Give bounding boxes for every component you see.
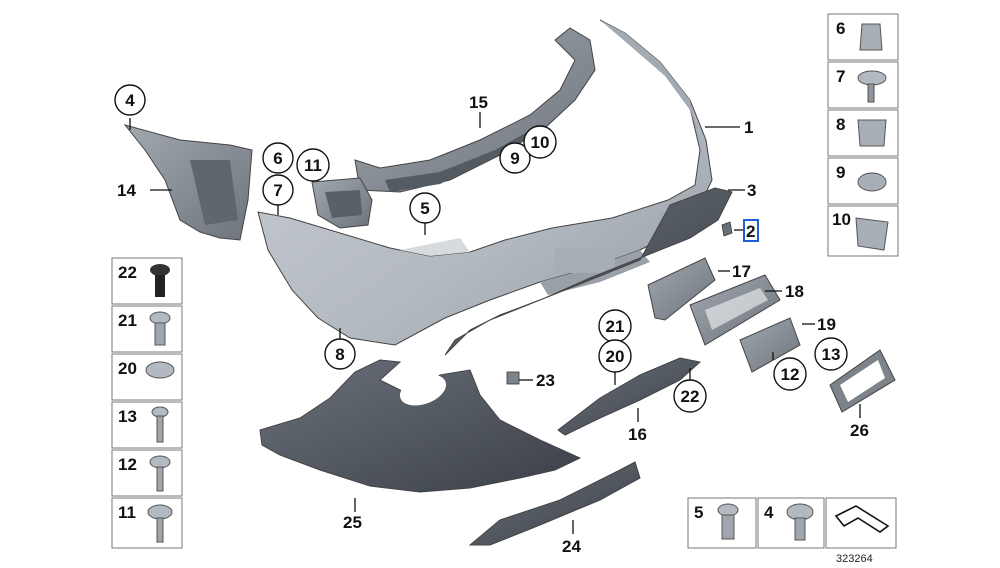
label-1: 1 (744, 118, 753, 137)
plate-frame-26 (829, 349, 896, 413)
clip-5-icon (717, 503, 739, 517)
callout-5: 5 (420, 199, 429, 218)
side-mounting-bracket (123, 124, 253, 241)
leader-lines (129, 112, 861, 534)
nut-9-icon (857, 172, 887, 192)
clip-part-23 (506, 371, 520, 385)
label-16: 16 (628, 425, 647, 444)
license-plate-mount-18 (689, 274, 781, 346)
callout-10: 10 (531, 133, 550, 152)
bottom-panel-4: 4 (764, 503, 774, 522)
label-2: 2 (746, 222, 755, 241)
screw-11-icon (147, 504, 173, 520)
bottom-fastener-panel: 5 4 323264 (687, 497, 897, 565)
lower-shield-panel (468, 461, 641, 546)
label-26: 26 (850, 421, 869, 440)
callout-10-circle (523, 125, 557, 159)
license-plate-bracket-17 (647, 257, 716, 321)
callout-13-circle (814, 337, 848, 371)
underbody-panel (259, 359, 582, 493)
right-panel-9: 9 (836, 163, 845, 182)
callout-8-circle (324, 338, 356, 370)
callout-22-circle (673, 379, 707, 413)
right-panel-10: 10 (832, 210, 851, 229)
label-25: 25 (343, 513, 362, 532)
label-19: 19 (817, 315, 836, 334)
callout-20: 20 (606, 347, 625, 366)
screw-12-icon (149, 455, 171, 469)
bolt-7-icon (857, 70, 887, 86)
left-panel-13: 13 (118, 407, 137, 426)
bumper-carrier-bracket (354, 27, 596, 193)
plate-holder-19 (739, 317, 801, 373)
left-fastener-panel: 22 21 20 13 12 11 (111, 257, 183, 549)
nut-20-icon (145, 361, 175, 379)
circled-labels: 4 6 7 11 5 8 9 10 21 20 22 13 12 (114, 84, 848, 413)
clip-nut-6-icon (859, 23, 883, 51)
rear-bumper-trim-panel (257, 19, 713, 346)
selected-label-2-highlight (743, 219, 759, 242)
callout-4: 4 (125, 91, 135, 110)
callout-7-circle (262, 174, 294, 206)
label-14: 14 (117, 181, 136, 200)
callout-6: 6 (273, 149, 282, 168)
callout-12: 12 (781, 365, 800, 384)
callout-11-circle (296, 148, 330, 182)
label-18: 18 (785, 282, 804, 301)
direction-arrow-icon (834, 505, 890, 533)
left-panel-11: 11 (118, 503, 136, 522)
plain-labels: 1 2 3 14 15 16 17 18 19 23 24 25 26 (117, 93, 869, 556)
label-17: 17 (732, 262, 751, 281)
callout-6-circle (262, 142, 294, 174)
left-panel-20: 20 (118, 359, 137, 378)
callout-13: 13 (822, 345, 841, 364)
label-3: 3 (747, 181, 756, 200)
right-fastener-panel: 6 7 8 9 10 (827, 13, 899, 257)
clip-part-2 (721, 221, 733, 237)
left-panel-21: 21 (118, 311, 137, 330)
rivet-22-icon (150, 264, 170, 276)
left-panel-12: 12 (118, 455, 137, 474)
callout-4-circle (114, 84, 146, 116)
callout-20-circle (598, 339, 632, 373)
right-panel-8: 8 (836, 115, 845, 134)
bracket-left-assembly (311, 177, 373, 229)
diagram-number: 323264 (836, 553, 873, 565)
callout-22: 22 (681, 387, 700, 406)
label-15: 15 (469, 93, 488, 112)
callout-21: 21 (606, 317, 625, 336)
callout-12-circle (773, 357, 807, 391)
callout-11: 11 (304, 156, 322, 175)
callout-7: 7 (273, 181, 282, 200)
right-panel-6: 6 (836, 19, 845, 38)
label-24: 24 (562, 537, 581, 556)
callout-5-circle (409, 192, 441, 224)
callout-9: 9 (510, 149, 519, 168)
left-panel-22: 22 (118, 263, 137, 282)
bottom-panel-5: 5 (694, 503, 703, 522)
clip-10-icon (855, 217, 889, 251)
clip-8-icon (857, 119, 887, 147)
rear-diffuser (444, 187, 733, 356)
callout-8: 8 (335, 345, 344, 364)
screw-21-icon (149, 311, 171, 325)
callout-9-circle (499, 142, 531, 174)
label-23: 23 (536, 371, 555, 390)
right-panel-7: 7 (836, 67, 845, 86)
